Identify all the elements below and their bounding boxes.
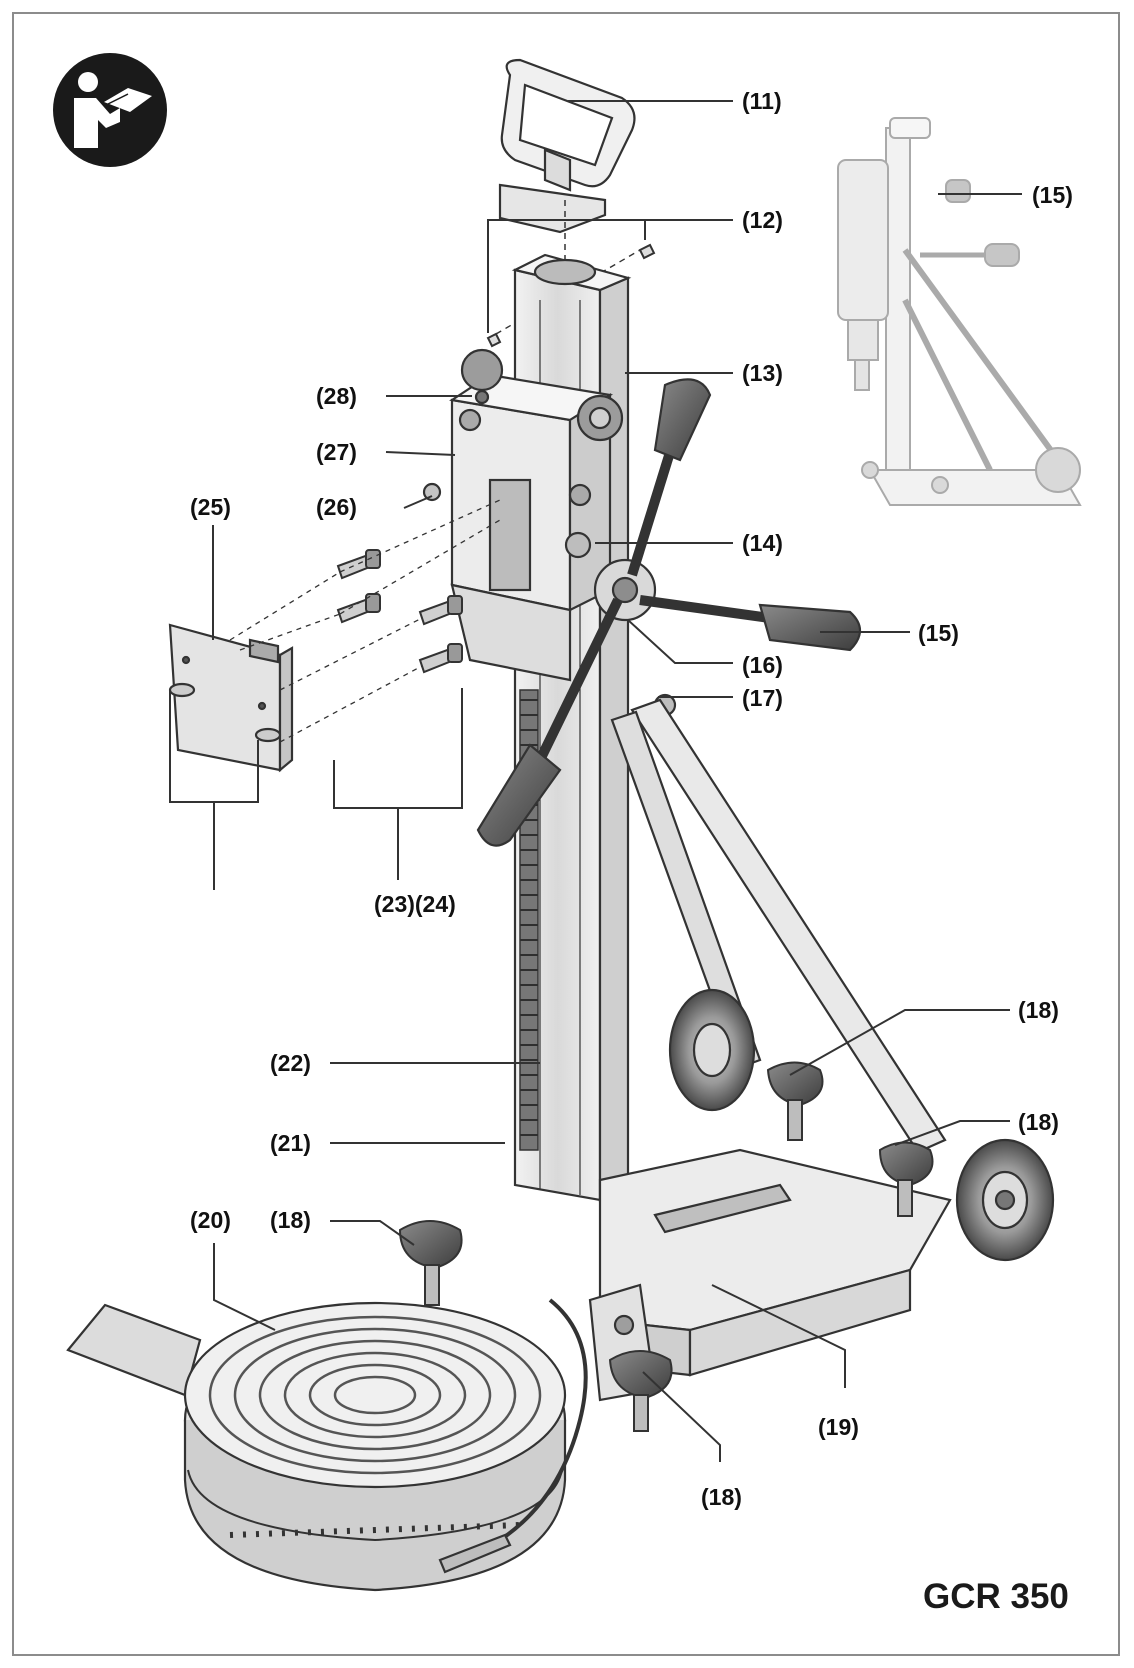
callout-12: (12) xyxy=(742,207,783,233)
callout-22: (22) xyxy=(270,1050,311,1076)
model-name: GCR 350 xyxy=(923,1577,1069,1616)
callout-18-bottom: (18) xyxy=(701,1484,742,1510)
support-struts xyxy=(610,698,947,1154)
callout-11: (11) xyxy=(742,88,782,114)
assembled-stand-thumbnail xyxy=(837,117,1082,506)
callout-13: (13) xyxy=(742,360,783,386)
back-plate xyxy=(168,623,294,773)
read-manual-icon xyxy=(53,53,167,167)
wheels xyxy=(668,988,1055,1262)
callout-26: (26) xyxy=(316,494,357,520)
leader-lines xyxy=(213,100,1022,1462)
callout-28: (28) xyxy=(316,383,357,409)
callout-25: (25) xyxy=(190,494,231,520)
callout-23-24: (23)(24) xyxy=(374,891,456,917)
bracket-lines xyxy=(169,525,463,890)
mounting-bolts xyxy=(229,499,501,743)
callout-19: (19) xyxy=(818,1414,859,1440)
carry-handle xyxy=(498,58,636,234)
callout-18-top-right: (18) xyxy=(1018,997,1059,1023)
callout-15-thumbnail: (15) xyxy=(1032,182,1073,208)
callout-18-right: (18) xyxy=(1018,1109,1059,1135)
callout-14: (14) xyxy=(742,530,783,556)
callout-16: (16) xyxy=(742,652,783,678)
callout-17: (17) xyxy=(742,685,783,711)
callout-21: (21) xyxy=(270,1130,311,1156)
levelling-knobs xyxy=(398,1061,934,1432)
callout-20: (20) xyxy=(190,1207,231,1233)
callout-15: (15) xyxy=(918,620,959,646)
callout-18-left: (18) xyxy=(270,1207,311,1233)
callout-27: (27) xyxy=(316,439,357,465)
vacuum-base xyxy=(66,1298,588,1592)
feed-lever xyxy=(476,378,862,847)
page-frame xyxy=(12,12,1120,1656)
